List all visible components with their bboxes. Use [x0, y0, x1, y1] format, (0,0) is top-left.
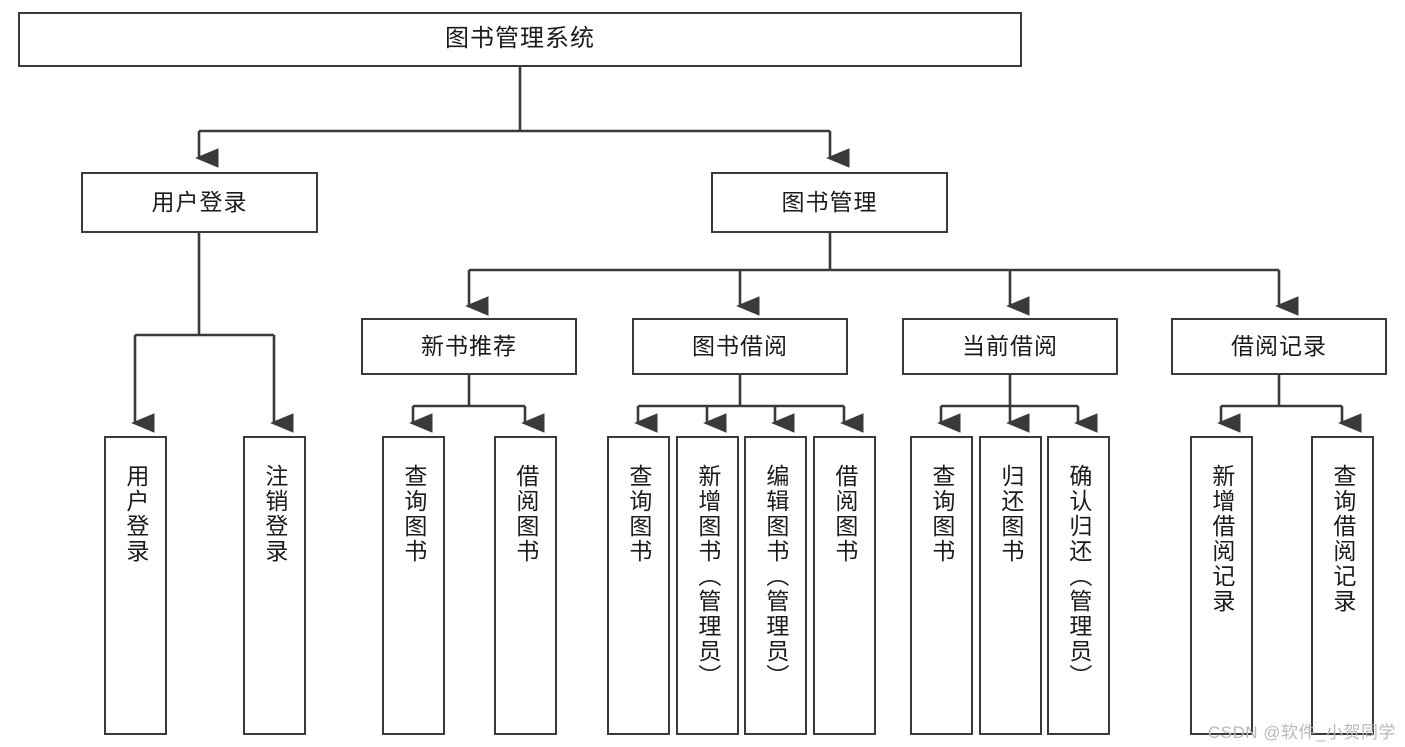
leaf-borrow-add-book-admin[interactable]: 新增图书（管理员） [676, 436, 739, 735]
node-label: 查询图书 [625, 464, 652, 564]
node-label: 新增图书（管理员） [694, 464, 721, 689]
node-label: 借阅图书 [512, 464, 539, 564]
node-label: 新书推荐 [421, 332, 517, 359]
node-label: 注销登录 [261, 464, 288, 564]
node-label: 用户登录 [151, 188, 248, 215]
node-book-borrow[interactable]: 图书借阅 [632, 318, 848, 375]
leaf-current-query-book[interactable]: 查询图书 [910, 436, 973, 735]
node-label: 用户登录 [122, 464, 149, 564]
node-label: 确认归还（管理员） [1065, 464, 1092, 689]
node-new-book-recommend[interactable]: 新书推荐 [361, 318, 577, 375]
node-borrow-record[interactable]: 借阅记录 [1171, 318, 1387, 375]
leaf-borrow-edit-book-admin[interactable]: 编辑图书（管理员） [744, 436, 807, 735]
leaf-record-add-record[interactable]: 新增借阅记录 [1190, 436, 1253, 735]
node-user-login[interactable]: 用户登录 [81, 172, 318, 233]
node-label: 查询图书 [928, 464, 955, 564]
node-label: 查询借阅记录 [1329, 464, 1356, 614]
node-label: 归还图书 [997, 464, 1024, 564]
node-root-system[interactable]: 图书管理系统 [18, 12, 1022, 67]
leaf-borrow-borrow-book[interactable]: 借阅图书 [813, 436, 876, 735]
node-label: 图书管理 [781, 188, 878, 215]
leaf-user-login-logout[interactable]: 注销登录 [243, 436, 306, 735]
leaf-recommend-query-book[interactable]: 查询图书 [382, 436, 445, 735]
leaf-record-query-record[interactable]: 查询借阅记录 [1311, 436, 1374, 735]
node-label: 当前借阅 [962, 332, 1058, 359]
node-label: 借阅记录 [1231, 332, 1327, 359]
node-label: 新增借阅记录 [1208, 464, 1235, 614]
node-label: 借阅图书 [831, 464, 858, 564]
node-current-borrow[interactable]: 当前借阅 [902, 318, 1118, 375]
leaf-borrow-query-book[interactable]: 查询图书 [607, 436, 670, 735]
node-label: 图书借阅 [692, 332, 788, 359]
watermark-text: CSDN @软件_小贺同学 [1207, 723, 1396, 742]
leaf-current-return-book[interactable]: 归还图书 [979, 436, 1042, 735]
leaf-current-confirm-return-admin[interactable]: 确认归还（管理员） [1047, 436, 1110, 735]
leaf-recommend-borrow-book[interactable]: 借阅图书 [494, 436, 557, 735]
node-label: 查询图书 [400, 464, 427, 564]
leaf-user-login-login[interactable]: 用户登录 [104, 436, 167, 735]
node-label: 编辑图书（管理员） [762, 464, 789, 689]
node-label: 图书管理系统 [445, 25, 595, 53]
node-book-management[interactable]: 图书管理 [711, 172, 948, 233]
